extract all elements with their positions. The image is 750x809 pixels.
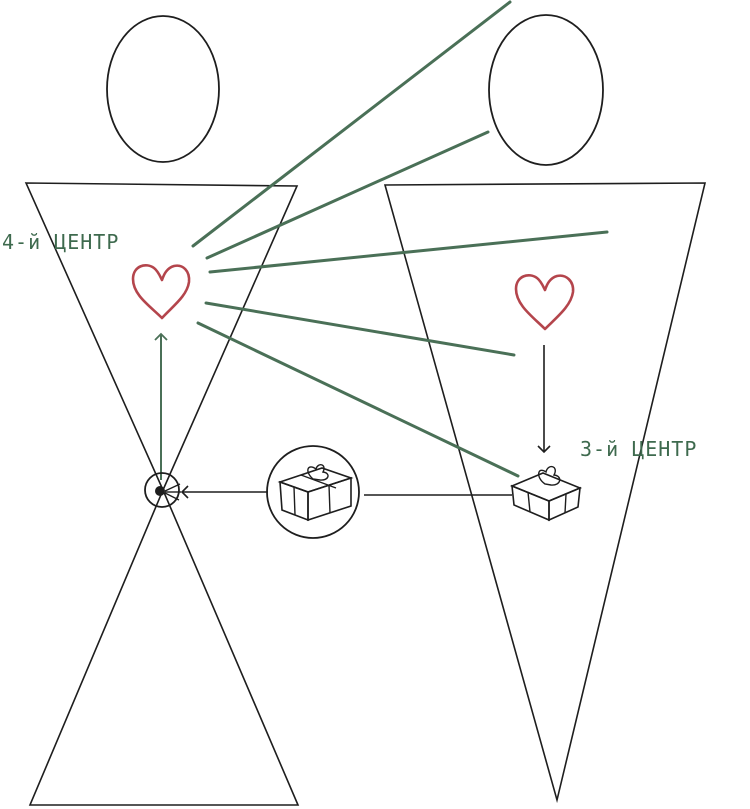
heart-icon [131, 264, 191, 320]
connection-line-4 [204, 301, 516, 357]
left-center-label: 4-й ЦЕНТР [2, 230, 120, 254]
right-person-body [383, 182, 707, 804]
left-center-point [144, 472, 181, 508]
connection-line-2 [205, 130, 490, 260]
connection-lines [191, 0, 609, 478]
gift-box-icon [509, 465, 583, 522]
connection-line-5 [196, 321, 520, 478]
left-person-legs [28, 487, 300, 806]
right-person-head [488, 14, 604, 166]
connection-line-3 [208, 230, 609, 274]
right-center-label: 3-й ЦЕНТР [580, 437, 698, 461]
heart-icon [514, 274, 575, 331]
connection-line-1 [191, 0, 512, 248]
right-person [383, 14, 707, 804]
gift-box-icon [266, 445, 360, 539]
left-person-head [106, 15, 220, 163]
